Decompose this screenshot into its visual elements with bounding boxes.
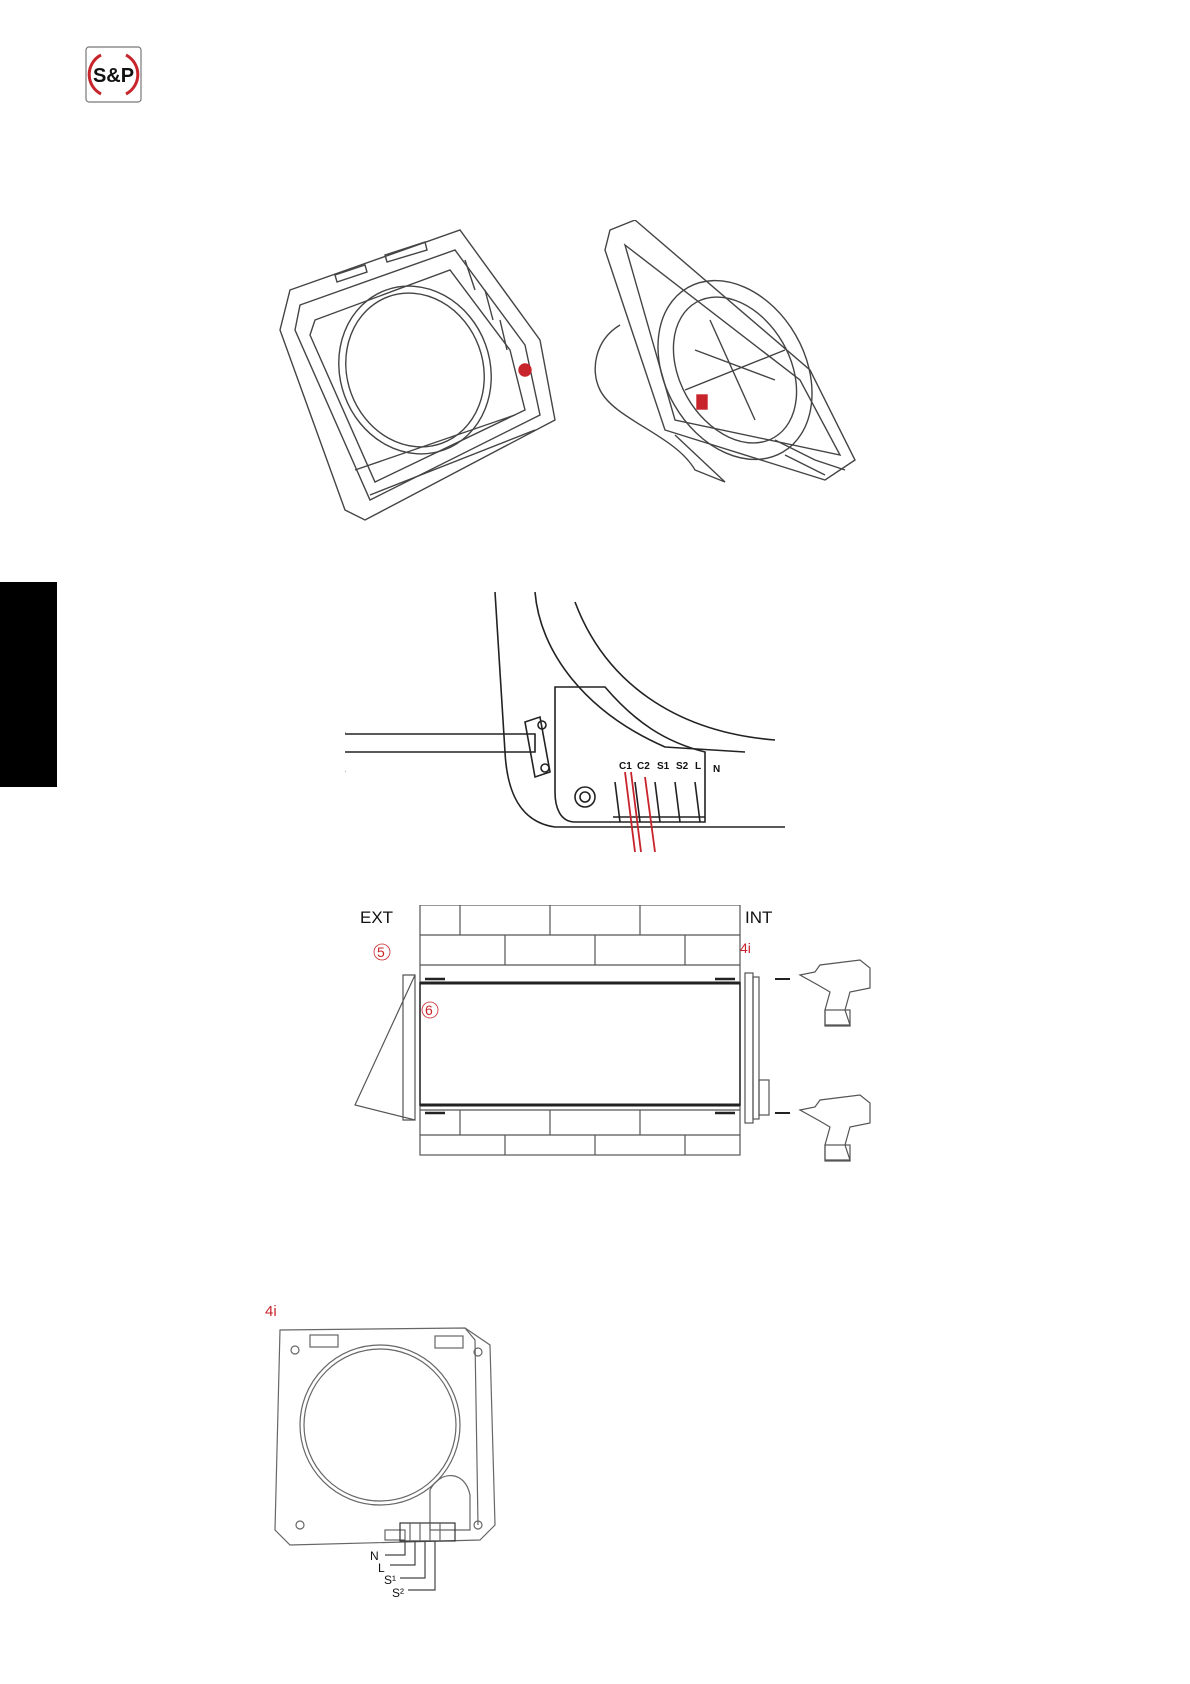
panel-terminal-labels: N L S¹ S²	[370, 1549, 404, 1600]
exterior-grille	[355, 975, 415, 1120]
brand-logo: S&P	[85, 46, 142, 103]
panel-label-s2: S²	[392, 1586, 404, 1600]
drill-icon	[800, 960, 870, 1026]
wall	[420, 905, 740, 1155]
frame-left-view	[280, 230, 555, 520]
terminal-label-l: L	[695, 761, 701, 772]
duct	[420, 983, 740, 1105]
terminal-label-c1: C1	[619, 761, 632, 772]
cable	[345, 734, 535, 752]
terminal-label-s1: S1	[657, 761, 670, 772]
wiring-terminal-figure: C1 C2 S1 S2 L N	[345, 592, 845, 852]
panel-label-s1: S¹	[384, 1573, 396, 1587]
panel-outline	[275, 1328, 495, 1545]
terminal-label-c2: C2	[637, 761, 650, 772]
ext-label: EXT	[360, 908, 393, 927]
front-panel-figure: 4i N L S¹ S²	[260, 1300, 510, 1630]
terminal-block	[400, 1523, 455, 1541]
frame-right-view	[595, 220, 855, 487]
panel-callout-4i: 4i	[265, 1303, 277, 1320]
drill-icon	[800, 1095, 870, 1161]
terminal-label-s2: S2	[676, 761, 689, 772]
int-label: INT	[745, 908, 772, 927]
interior-panel	[745, 973, 753, 1123]
frame-perspective-figure	[255, 220, 935, 550]
callout-6: 6	[425, 1002, 433, 1018]
callout-5: 5	[377, 944, 385, 960]
terminal-label-n: N	[713, 764, 720, 775]
logo-text: S&P	[93, 65, 134, 87]
frame-outline	[495, 592, 785, 827]
callout-4i: 4i	[740, 940, 751, 956]
side-tab-marker	[0, 582, 57, 787]
wall-installation-figure: EXT INT 5 4i 6	[345, 905, 905, 1165]
